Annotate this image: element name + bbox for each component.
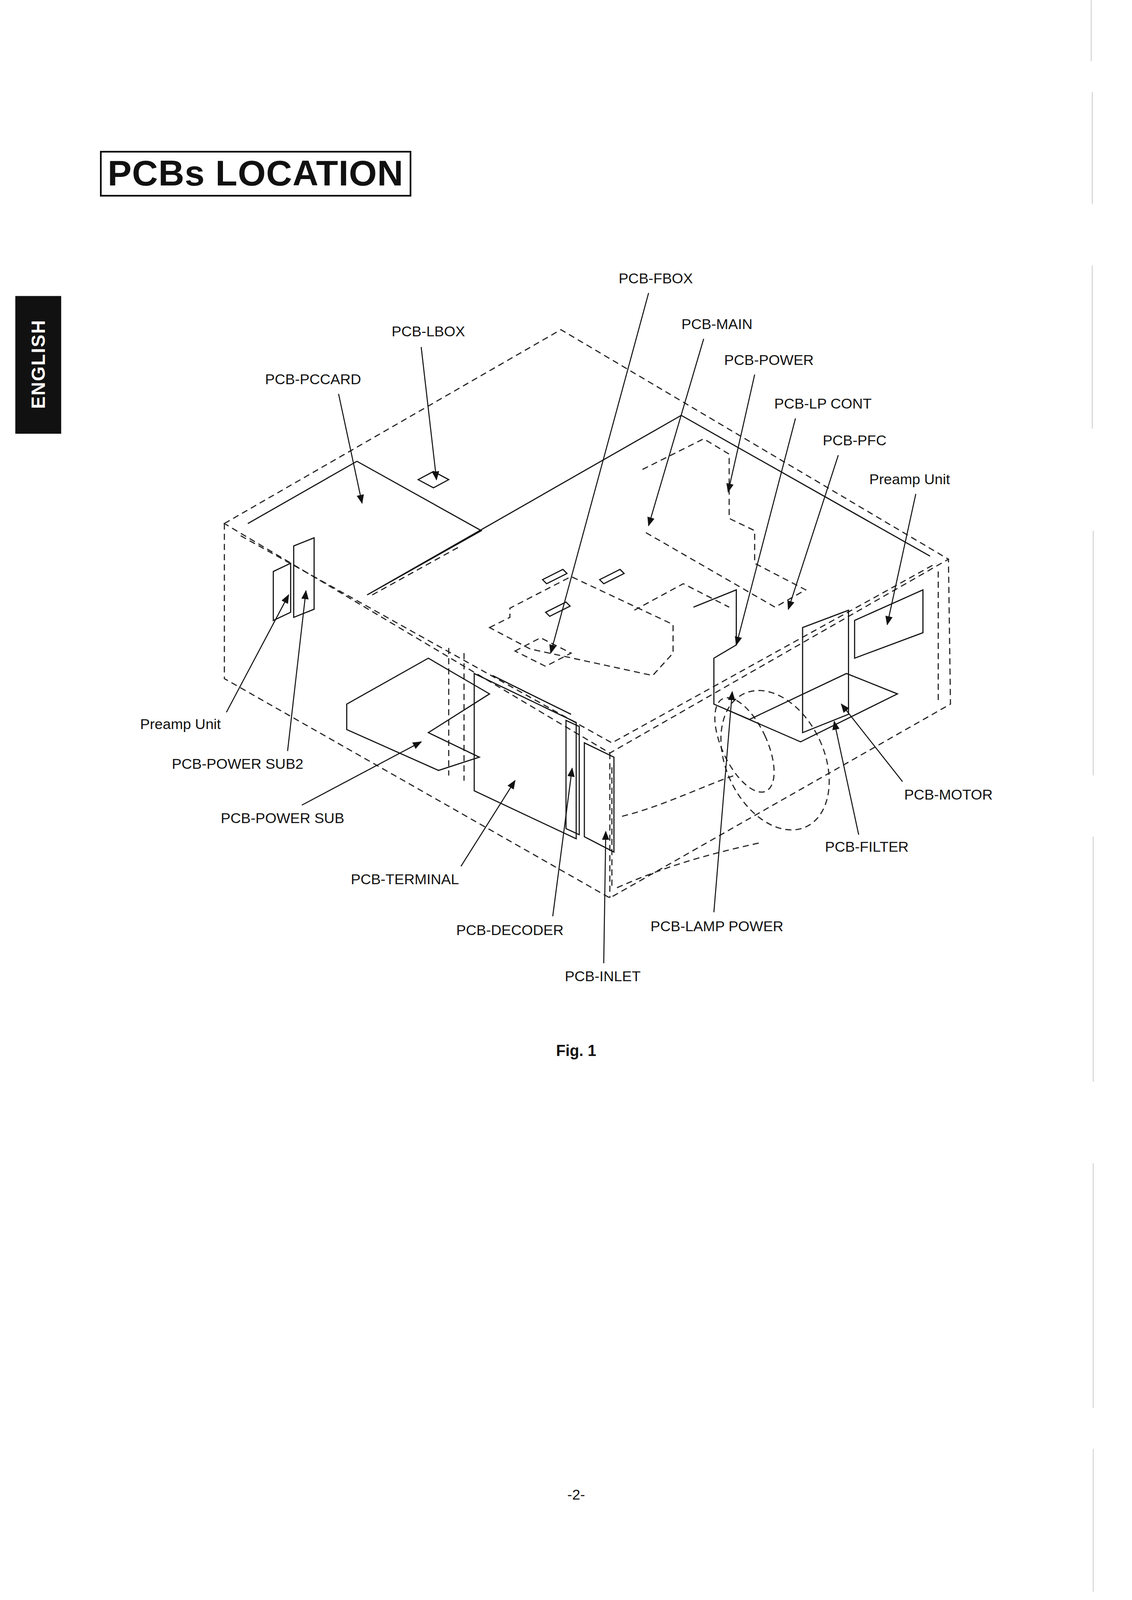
part-label: PCB-PFC [821, 431, 889, 450]
part-label: PCB-FBOX [616, 269, 695, 288]
part-label: PCB-DECODER [454, 921, 566, 939]
page-number: -2- [565, 1485, 587, 1503]
page-title: PCBs LOCATION [99, 150, 412, 197]
part-label: PCB-POWER SUB2 [170, 754, 305, 773]
part-label: PCB-LBOX [390, 322, 467, 341]
part-label: PCB-INLET [563, 967, 643, 985]
scan-edge-marks [1091, 0, 1094, 1591]
figure-caption: Fig. 1 [556, 1041, 597, 1059]
part-label: PCB-PCCARD [263, 370, 364, 388]
board-outlines [247, 415, 930, 852]
part-label: PCB-MAIN [679, 315, 754, 333]
part-label: PCB-MOTOR [902, 785, 995, 804]
part-label: PCB-LP CONT [772, 395, 874, 413]
part-label: PCB-POWER [722, 351, 816, 369]
language-tab [15, 296, 62, 434]
part-label: Preamp Unit [138, 715, 223, 733]
language-tab-label: ENGLISH [21, 307, 55, 422]
leader-lines [226, 292, 916, 963]
part-label: Preamp Unit [867, 470, 952, 488]
part-label: PCB-TERMINAL [348, 870, 461, 888]
part-label: PCB-POWER SUB [219, 809, 347, 827]
part-label: PCB-FILTER [823, 837, 911, 856]
part-label: PCB-LAMP POWER [648, 917, 786, 935]
